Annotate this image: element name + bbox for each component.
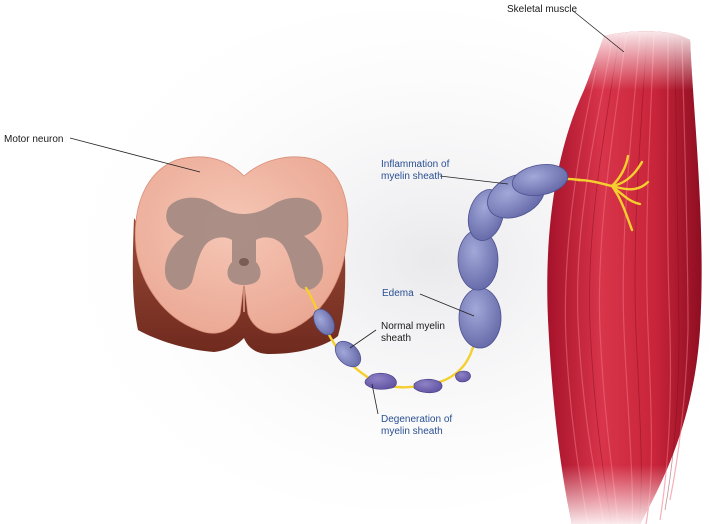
spinal-cord-section bbox=[132, 156, 349, 354]
label-inflammation: Inflammation of myelin sheath bbox=[381, 159, 450, 182]
background-glow bbox=[70, 10, 710, 510]
skeletal-muscle bbox=[547, 31, 702, 524]
leader-lines bbox=[69, 9, 625, 415]
normal-myelin-segments bbox=[313, 308, 362, 368]
label-normal-myelin: Normal myelin sheath bbox=[381, 321, 445, 344]
label-degeneration: Degeneration of myelin sheath bbox=[381, 414, 453, 437]
label-motor-neuron: Motor neuron bbox=[4, 134, 64, 145]
label-edema: Edema bbox=[382, 288, 414, 299]
label-skeletal-muscle: Skeletal muscle bbox=[507, 4, 578, 15]
degenerated-myelin-segments bbox=[364, 370, 471, 394]
inflamed-myelin-segments bbox=[457, 164, 569, 349]
